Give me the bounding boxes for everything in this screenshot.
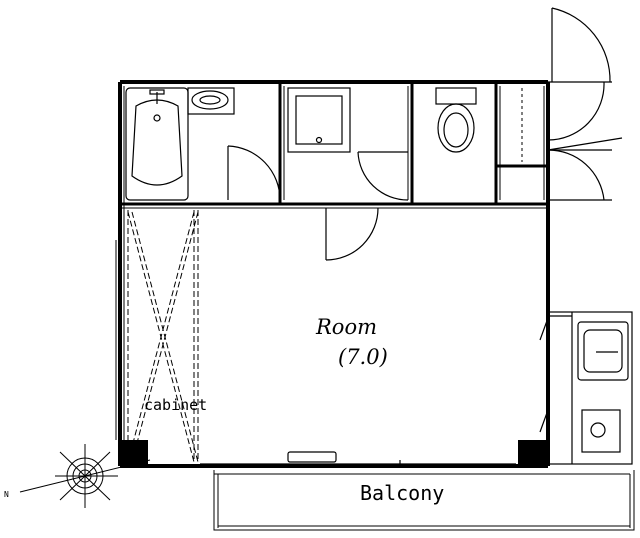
room-name-label: Room	[315, 315, 377, 339]
hall-door	[357, 151, 409, 201]
balcony-label: Balcony	[360, 481, 444, 505]
cabinet-label: cabinet	[144, 396, 207, 414]
balcony-outline	[213, 470, 635, 531]
pillar-right	[518, 440, 548, 464]
thin-walls	[120, 86, 548, 462]
washing-machine-space	[287, 87, 351, 153]
cabinet-doors	[127, 210, 199, 463]
toilet	[435, 87, 477, 153]
washroom-door	[227, 145, 281, 201]
room-size-label: (7.0)	[338, 345, 388, 369]
compass-icon	[19, 444, 151, 508]
entrance-door	[547, 7, 623, 201]
wash-basin	[187, 87, 235, 115]
pillar-left	[122, 440, 148, 464]
kitchen	[539, 311, 633, 465]
north-label: N	[4, 490, 9, 499]
bathtub	[125, 87, 189, 201]
room-door	[325, 207, 379, 261]
balcony-window	[200, 451, 516, 468]
interior-walls	[120, 82, 548, 206]
